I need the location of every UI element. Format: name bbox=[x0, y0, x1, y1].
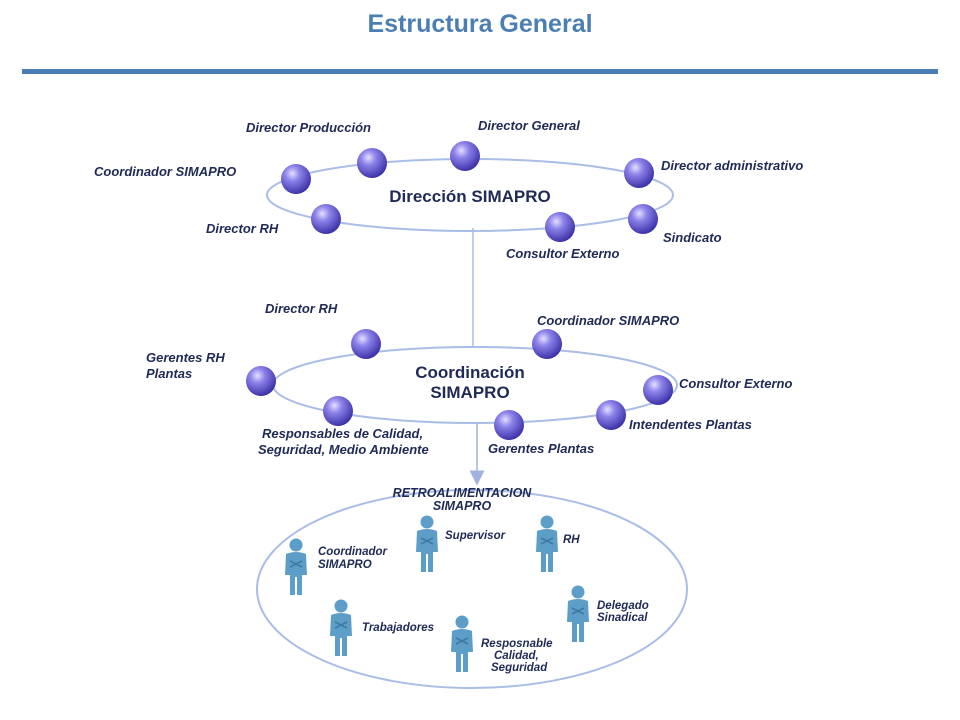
label-coordinador-2: SIMAPRO bbox=[318, 559, 372, 571]
label-director-rh: Director RH bbox=[206, 221, 279, 236]
person-supervisor-icon bbox=[415, 514, 439, 573]
label-director-general: Director General bbox=[478, 118, 580, 133]
person-coordinador-icon bbox=[284, 537, 308, 596]
label-trabajadores: Trabajadores bbox=[362, 622, 434, 634]
node-director-rh bbox=[311, 204, 341, 234]
label-director-rh-2: Director RH bbox=[265, 301, 338, 316]
label-responsable-1: Resposnable bbox=[481, 638, 553, 650]
label-delegado-1: Delegado bbox=[597, 600, 649, 612]
retro-hub-label-2: SIMAPRO bbox=[433, 499, 492, 513]
label-gerentes-rh-1: Gerentes RH bbox=[146, 350, 225, 365]
node-gerentes-plantas bbox=[494, 410, 524, 440]
node-sindicato bbox=[628, 204, 658, 234]
coordinacion-hub-label-1: Coordinación bbox=[415, 363, 525, 382]
label-rh: RH bbox=[563, 534, 580, 546]
label-director-produccion: Director Producción bbox=[246, 120, 371, 135]
label-responsables-1: Responsables de Calidad, bbox=[262, 426, 423, 441]
node-director-administrativo bbox=[624, 158, 654, 188]
coordinacion-hub-label-2: SIMAPRO bbox=[430, 383, 509, 402]
person-rh-icon bbox=[535, 514, 559, 573]
node-director-rh-2 bbox=[351, 329, 381, 359]
retro-hub-label-1: RETROALIMENTACION bbox=[393, 486, 533, 500]
label-gerentes-plantas: Gerentes Plantas bbox=[488, 441, 594, 456]
node-coordinador-simapro bbox=[281, 164, 311, 194]
retroalimentacion-ring bbox=[256, 489, 688, 689]
label-consultor-externo: Consultor Externo bbox=[506, 246, 619, 261]
label-coordinador-simapro-2: Coordinador SIMAPRO bbox=[537, 313, 679, 328]
label-responsable-2: Calidad, bbox=[494, 650, 539, 662]
node-consultor-externo bbox=[545, 212, 575, 242]
node-consultor-externo-2 bbox=[643, 375, 673, 405]
title-underline bbox=[22, 69, 938, 74]
direccion-hub-label: Dirección SIMAPRO bbox=[389, 187, 551, 206]
label-coordinador-simapro: Coordinador SIMAPRO bbox=[94, 164, 236, 179]
node-director-produccion bbox=[357, 148, 387, 178]
node-director-general bbox=[450, 141, 480, 171]
label-sindicato: Sindicato bbox=[663, 230, 722, 245]
label-delegado-2: Sinadical bbox=[597, 612, 648, 624]
node-coordinador-simapro-2 bbox=[532, 329, 562, 359]
node-responsables-calidad bbox=[323, 396, 353, 426]
label-gerentes-rh-2: Plantas bbox=[146, 366, 192, 381]
person-trabajadores-icon bbox=[329, 598, 353, 657]
person-delegado-icon bbox=[566, 584, 590, 643]
person-responsable-icon bbox=[450, 614, 474, 673]
node-gerentes-rh-plantas bbox=[246, 366, 276, 396]
page-title: Estructura General bbox=[367, 10, 593, 38]
label-consultor-externo-2: Consultor Externo bbox=[679, 376, 792, 391]
label-responsables-2: Seguridad, Medio Ambiente bbox=[258, 442, 429, 457]
node-intendentes-plantas bbox=[596, 400, 626, 430]
label-intendentes-plantas: Intendentes Plantas bbox=[629, 417, 752, 432]
label-responsable-3: Seguridad bbox=[491, 662, 548, 674]
label-director-administrativo: Director administrativo bbox=[661, 158, 803, 173]
label-coordinador-1: Coordinador bbox=[318, 546, 388, 558]
label-supervisor: Supervisor bbox=[445, 530, 506, 542]
